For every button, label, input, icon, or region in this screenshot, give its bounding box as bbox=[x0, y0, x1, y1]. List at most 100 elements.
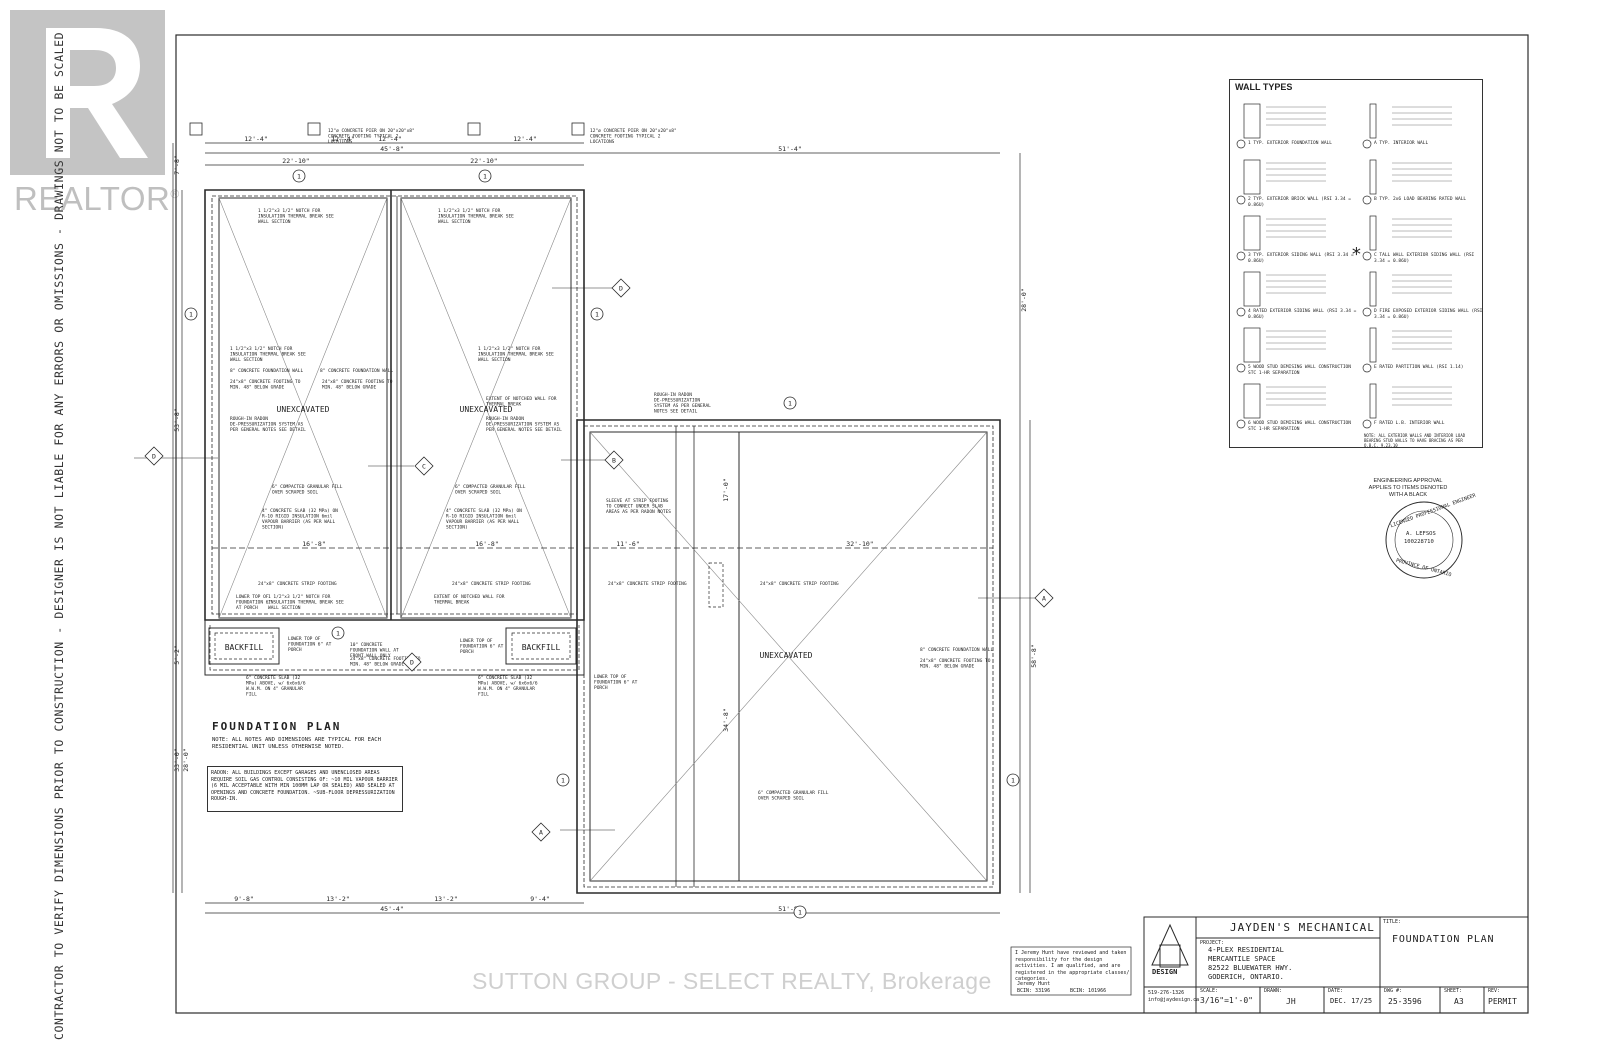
dim-right-3: 34'-8" bbox=[722, 708, 730, 731]
callout-wall-b: 8" CONCRETE FOUNDATION WALL bbox=[320, 368, 393, 374]
wall-type-graphic-B bbox=[1369, 159, 1377, 195]
drawn-label: DRAWN: bbox=[1264, 988, 1283, 994]
dim-bottom-2: 13'-2" bbox=[434, 895, 457, 903]
wall-type-tag-6 bbox=[1236, 419, 1246, 429]
drawn-value: JH bbox=[1286, 997, 1296, 1006]
wall-type-label: 2 TYP. EXTERIOR BRICK WALL (RSI 3.34 = 0… bbox=[1248, 197, 1351, 208]
grid-tag-14: D bbox=[619, 285, 623, 293]
dim-mid-3: 32'-10" bbox=[846, 540, 873, 548]
dim-top-3: 12'-4" bbox=[378, 135, 401, 143]
sheet-title: FOUNDATION PLAN bbox=[1392, 934, 1495, 945]
dim-top-6: 22'-10" bbox=[470, 157, 497, 165]
grid-tag-2-marker bbox=[184, 307, 198, 321]
jay-design-logo-icon bbox=[1151, 923, 1189, 968]
dim-left-0: 7'-8" bbox=[173, 155, 181, 175]
dim-top-5: 45'-8" bbox=[380, 145, 403, 153]
engineering-note: ENGINEERING APPROVAL APPLIES TO ITEMS DE… bbox=[1368, 478, 1448, 498]
backfill-label-left: BACKFILL bbox=[225, 643, 264, 652]
company-phone: 519-276-1326 bbox=[1148, 990, 1185, 996]
project-line-2: 82522 BLUEWATER HWY. bbox=[1208, 964, 1293, 972]
sheet-label: SHEET: bbox=[1444, 988, 1463, 994]
grid-tag-3-marker bbox=[590, 307, 604, 321]
rev-value: PERMIT bbox=[1488, 997, 1517, 1006]
grid-tag-5-marker bbox=[783, 396, 797, 410]
grid-tag-7: 1 bbox=[1011, 777, 1015, 785]
dim-mid-0: 16'-8" bbox=[302, 540, 325, 548]
dim-bottom-5: 51'-8" bbox=[778, 905, 801, 913]
grid-tag-1: 1 bbox=[483, 173, 487, 181]
wall-type-label: 6 WOOD STUD DEMISING WALL CONSTRUCTION S… bbox=[1248, 421, 1351, 432]
dim-left-1: 53'-8" bbox=[173, 408, 181, 431]
sheet-value: A3 bbox=[1454, 997, 1464, 1006]
dim-left-3: 33'-0" bbox=[173, 748, 181, 771]
grid-tag-5: 1 bbox=[788, 400, 792, 408]
date-label: DATE: bbox=[1328, 988, 1344, 994]
wall-type-tag-3 bbox=[1236, 251, 1246, 261]
scale-label: SCALE: bbox=[1200, 988, 1219, 994]
wall-type-tag-D bbox=[1362, 307, 1372, 317]
wall-type-tag-5 bbox=[1236, 363, 1246, 373]
callout-wall-c: 8" CONCRETE FOUNDATION WALL bbox=[920, 647, 993, 653]
wall-type-tag-4 bbox=[1236, 307, 1246, 317]
project-label: PROJECT: bbox=[1200, 940, 1225, 946]
certification-firm: BCIN: 101966 bbox=[1070, 988, 1107, 994]
dim-left-4: 28'-0" bbox=[182, 748, 190, 771]
wall-type-tag-B bbox=[1362, 195, 1372, 205]
unexcavated-label-commercial: UNEXCAVATED bbox=[760, 651, 813, 660]
title-label: TITLE: bbox=[1383, 919, 1402, 925]
grid-tag-2: 1 bbox=[189, 311, 193, 319]
wall-type-graphic-F bbox=[1369, 383, 1377, 419]
brokerage-watermark: SUTTON GROUP - SELECT REALTY, Brokerage bbox=[472, 968, 992, 994]
certification-name: Jeremy Hunt bbox=[1017, 981, 1051, 987]
grid-tag-10-marker bbox=[531, 822, 551, 842]
wall-type-graphic-E bbox=[1369, 327, 1377, 363]
sheet-border bbox=[175, 34, 1529, 1014]
wall-type-graphic-2 bbox=[1243, 159, 1261, 195]
scale-value: 3/16"=1'-0" bbox=[1200, 996, 1253, 1005]
wall-type-tag-A bbox=[1362, 139, 1372, 149]
dim-left-2: 5'-2" bbox=[173, 645, 181, 665]
dwg-label: DWG #: bbox=[1384, 988, 1403, 994]
wall-type-tag-2 bbox=[1236, 195, 1246, 205]
project-line-0: 4-PLEX RESIDENTIAL bbox=[1208, 946, 1284, 954]
dimension-lines bbox=[172, 142, 1031, 914]
grid-tag-13: D bbox=[152, 453, 156, 461]
engineering-seal-icon bbox=[1385, 501, 1463, 579]
grid-tag-12: C bbox=[422, 463, 426, 471]
callout-pier-left: 12"ø CONCRETE PIER ON 20"x20"x8"CONCRETE… bbox=[328, 128, 415, 145]
left-unit-a bbox=[212, 197, 391, 619]
unexcavated-label-unit-a: UNEXCAVATED bbox=[277, 405, 330, 414]
grid-tag-13-marker bbox=[144, 446, 164, 466]
wall-type-tag-C bbox=[1362, 251, 1372, 261]
plan-title: FOUNDATION PLAN bbox=[212, 720, 342, 733]
grid-tag-11: B bbox=[612, 457, 616, 465]
wall-type-label: E RATED PARTITION WALL (RSI 1.14) bbox=[1374, 365, 1464, 370]
right-space-outline bbox=[576, 419, 1001, 894]
wall-type-graphic-6 bbox=[1243, 383, 1261, 419]
certification-box bbox=[1010, 946, 1132, 996]
wall-types-title: WALL TYPES bbox=[1235, 82, 1293, 92]
company-name: JAYDEN'S MECHANICAL bbox=[1230, 921, 1375, 934]
dim-mid-1: 16'-8" bbox=[475, 540, 498, 548]
wall-types-legend bbox=[1229, 79, 1483, 448]
grid-tag-14-marker bbox=[611, 278, 631, 298]
certification-text: I Jeremy Hunt have reviewed and taken re… bbox=[1015, 950, 1130, 982]
leader-lines bbox=[134, 287, 1038, 831]
wall-type-label: D FIRE EXPOSED EXTERIOR SIDING WALL (RSI… bbox=[1374, 309, 1483, 320]
wall-type-label: 4 RATED EXTERIOR SIDING WALL (RSI 3.34 =… bbox=[1248, 309, 1357, 320]
